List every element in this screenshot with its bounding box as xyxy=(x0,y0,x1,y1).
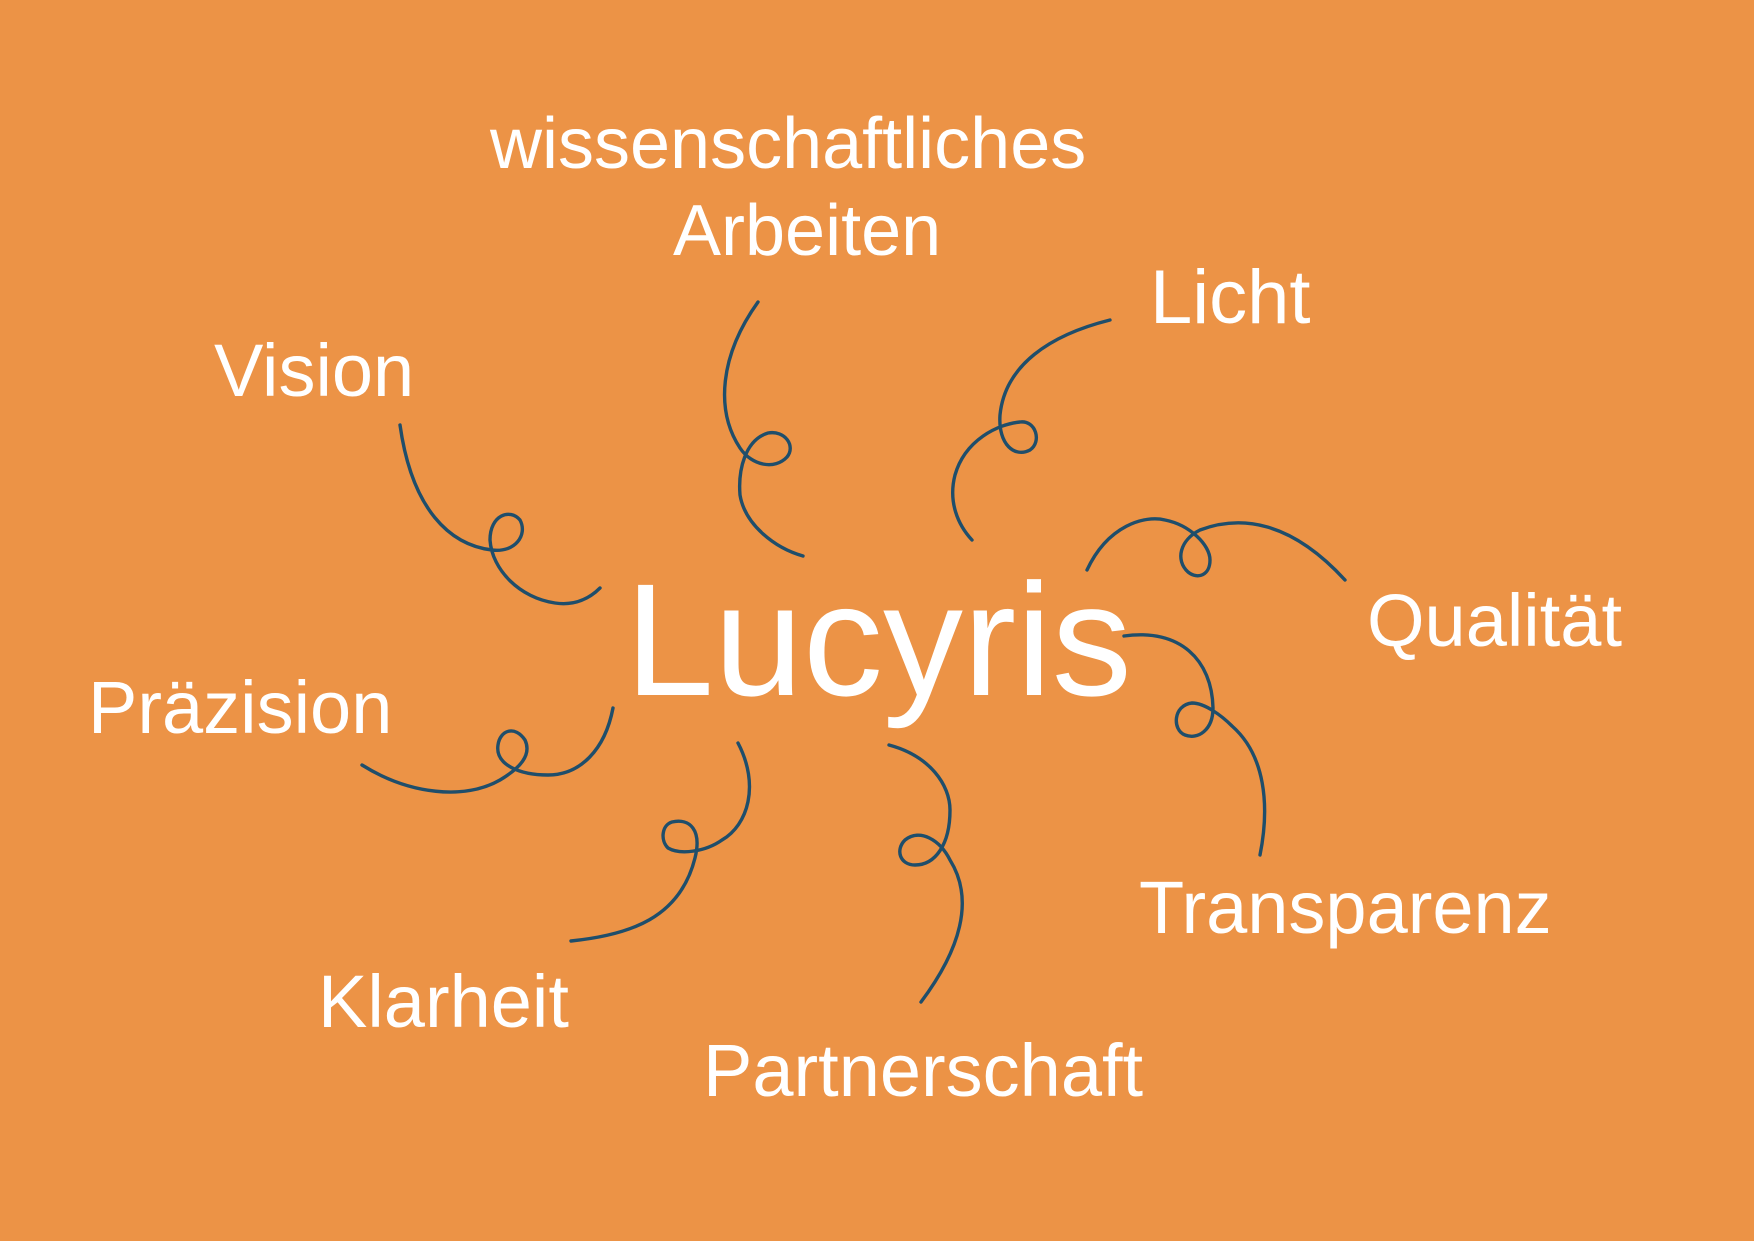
label-licht: Licht xyxy=(1150,255,1311,340)
label-klarheit: Klarheit xyxy=(318,960,569,1043)
label-qualitaet: Qualität xyxy=(1367,579,1623,662)
label-vision: Vision xyxy=(214,329,415,412)
connector-klarheit xyxy=(569,741,752,943)
connector-transparenz xyxy=(1122,633,1267,857)
label-partnerschaft: Partnerschaft xyxy=(703,1029,1144,1112)
connector-partnerschaft xyxy=(887,743,964,1004)
center-node-lucyris: Lucyris xyxy=(625,550,1132,729)
connector-wissenschaftliches-arbeiten xyxy=(722,300,805,558)
label-praezision: Präzision xyxy=(88,666,393,749)
connector-qualitaet xyxy=(1085,517,1347,582)
connector-praezision xyxy=(360,706,615,794)
label-transparenz: Transparenz xyxy=(1139,866,1552,949)
connector-vision xyxy=(398,423,602,606)
label-wissenschaftliches: wissenschaftliches xyxy=(490,104,1087,184)
label-arbeiten: Arbeiten xyxy=(673,191,942,271)
connector-licht xyxy=(951,318,1112,542)
